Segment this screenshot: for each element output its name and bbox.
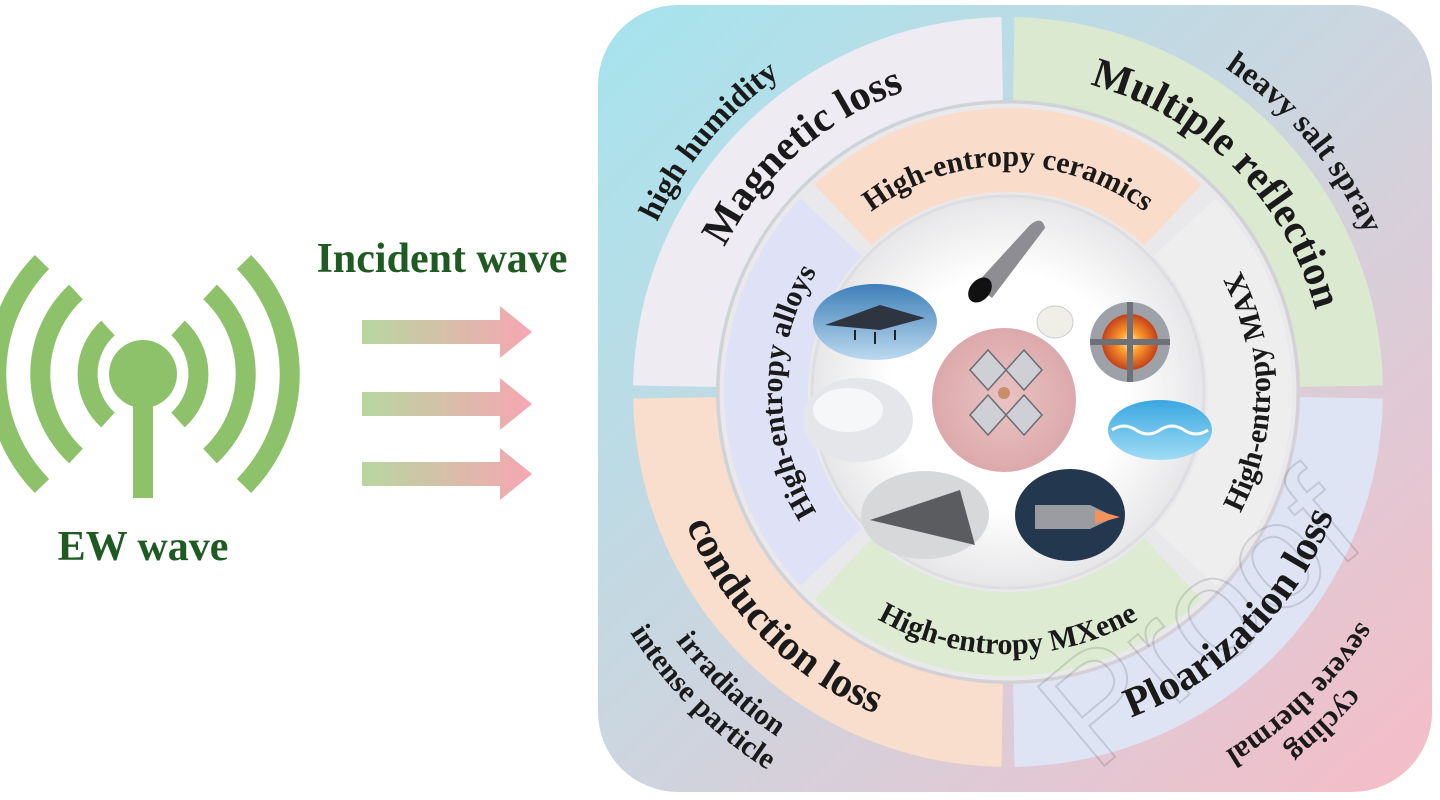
arrow (362, 378, 532, 430)
antenna-broadcast-icon (0, 255, 300, 498)
cloud-image (803, 378, 913, 462)
inner-segment-mxene (814, 538, 1202, 677)
center-images (803, 220, 1212, 561)
outer-segment-multiple-reflection (1013, 17, 1383, 387)
outer-segment-polarization-loss (1013, 397, 1383, 767)
inner-segment-ceramics (814, 107, 1202, 246)
crystal-structure-image (932, 328, 1076, 472)
arrow (362, 448, 532, 500)
outer-segment-magnetic-loss (633, 17, 1003, 387)
inner-segment-alloys (723, 198, 862, 586)
outer-ring (633, 17, 1383, 767)
outer-segment-conduction-loss (633, 397, 1003, 767)
hypersonic-aircraft-image (861, 471, 989, 559)
ocean-wave-image (1108, 400, 1212, 460)
inner-ring (723, 107, 1293, 677)
jet-engine-image (1015, 469, 1125, 561)
inner-segment-max (1154, 198, 1293, 586)
incident-wave-label: Incident wave (317, 236, 568, 282)
incident-arrows (362, 306, 532, 500)
stealth-aircraft-image (813, 284, 937, 360)
missile-image (968, 220, 1074, 339)
fusion-reactor-image (1090, 302, 1170, 382)
ew-wave-label: EW wave (58, 524, 229, 570)
arrow (362, 306, 532, 358)
